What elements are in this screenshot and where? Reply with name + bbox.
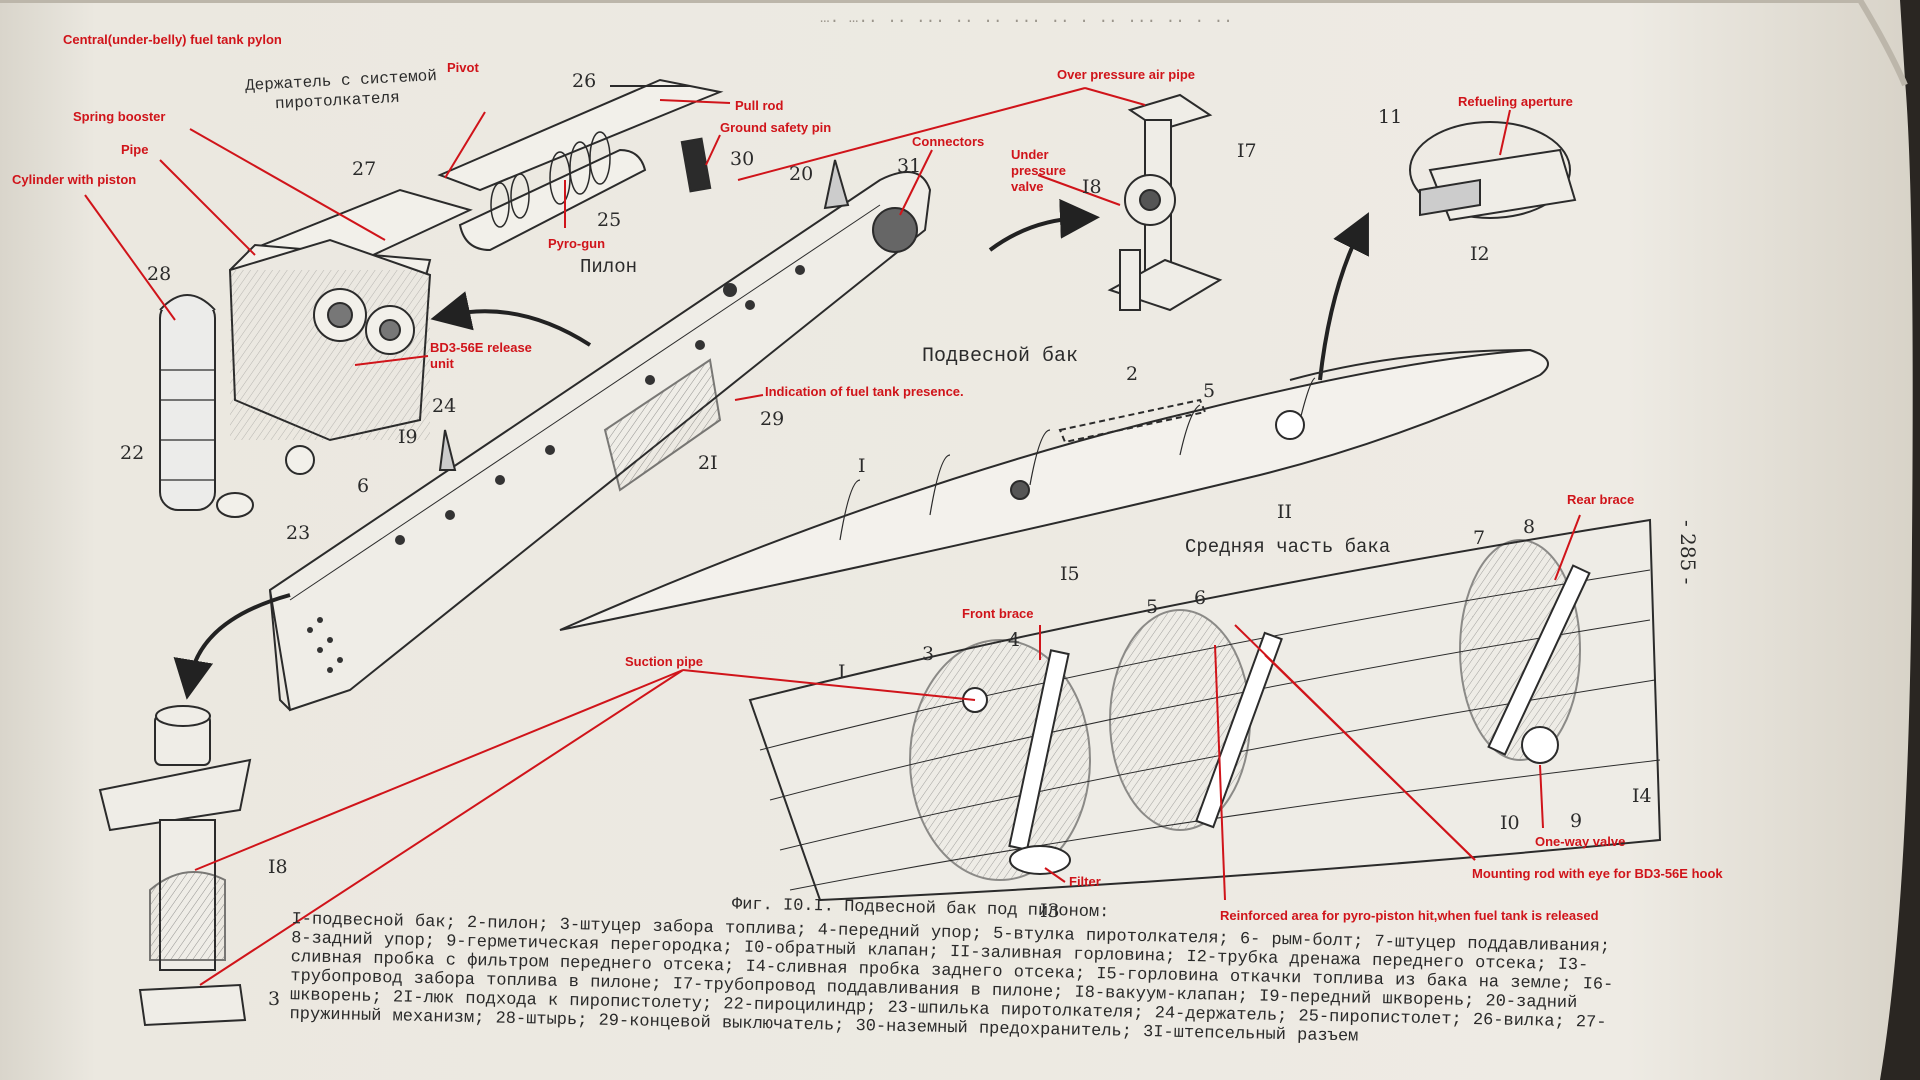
tank-middle-section-drawing [748, 518, 1662, 902]
annotation-pipe: Pipe [121, 142, 149, 157]
annotation-reinforced-area: Reinforced area for pyro-piston hit,when… [1220, 908, 1599, 923]
part-number-5: 5 [1203, 380, 1216, 402]
part-number-10: I0 [1500, 812, 1520, 834]
part-number-28: 28 [147, 263, 172, 285]
part-number-30: 30 [730, 148, 755, 170]
part-number-24: 24 [432, 395, 457, 417]
annotation-pull-rod: Pull rod [735, 98, 784, 113]
part-number-3: 3 [922, 643, 935, 665]
part-number-11: 11 [1378, 106, 1403, 128]
part-number-20: 20 [789, 163, 814, 185]
part-number-14: I4 [1632, 785, 1652, 807]
annotation-rear-brace: Rear brace [1567, 492, 1635, 507]
part-number-8: 8 [1523, 516, 1536, 538]
part-number-I: I [858, 455, 866, 477]
annotation-fuel-tank-presence: Indication of fuel tank presence. [765, 384, 964, 399]
part-number-19: I9 [398, 426, 418, 448]
annotation-filter: Filter [1069, 874, 1101, 889]
part-number-6b: 6 [1194, 587, 1207, 609]
bleed-through-text: …. ….. .. ... .. .. ... .. . .. ... .. .… [820, 9, 1233, 27]
part-number-26: 26 [572, 70, 597, 92]
annotation-refueling-aperture: Refueling aperture [1458, 94, 1573, 109]
suction-pipe-drawing [98, 705, 252, 1027]
part-number-6: 6 [357, 475, 370, 497]
part-number-15: I5 [1060, 563, 1080, 585]
part-number-12: I2 [1470, 243, 1490, 265]
annotation-central-pylon: Central(under-belly) fuel tank pylon [63, 32, 282, 47]
annotation-pivot: Pivot [447, 60, 479, 75]
direction-arrows [173, 198, 1369, 700]
part-number-4: 4 [1008, 629, 1021, 651]
annotation-connectors: Connectors [912, 134, 985, 149]
page-number: - 285 - [1676, 520, 1700, 585]
annotation-ground-safety-pin: Ground safety pin [720, 120, 832, 135]
part-number-22: 22 [120, 442, 145, 464]
pylon-label: Пилон [580, 256, 638, 278]
part-number-Ib: I [838, 661, 846, 683]
annotation-over-pressure-air-pipe: Over pressure air pipe [1057, 67, 1196, 82]
annotation-mounting-rod: Mounting rod with eye for BD3-56E hook [1472, 866, 1723, 881]
annotation-one-way-valve: One-way valve [1535, 834, 1626, 849]
annotation-suction-pipe: Suction pipe [625, 654, 703, 669]
part-number-31: 31 [897, 155, 922, 177]
part-number-7: 7 [1473, 527, 1486, 549]
annotation-pyro-gun: Pyro-gun [548, 236, 606, 251]
part-number-9: 9 [1570, 810, 1583, 832]
part-number-17: I7 [1237, 140, 1257, 162]
part-number-18: I8 [1082, 176, 1102, 198]
part-number-18b: I8 [268, 856, 288, 878]
annotation-cylinder-with-piston: Cylinder with piston [12, 172, 137, 187]
part-number-25: 25 [597, 209, 622, 231]
annotation-bd3-release-unit: BD3-56E release unit [430, 340, 532, 371]
drop-tank-drawing [559, 348, 1549, 631]
holder-assembly-drawing [159, 78, 724, 518]
part-number-21: 2I [698, 452, 718, 474]
under-pressure-valve-drawing [1107, 93, 1223, 312]
annotation-spring-booster: Spring booster [73, 109, 166, 124]
annotation-front-brace: Front brace [962, 606, 1034, 621]
part-number-5b: 5 [1146, 596, 1159, 618]
drop-tank-label: Подвесной бак [922, 345, 1079, 368]
page-curl-top [0, 0, 1908, 87]
annotation-leader-lines [84, 87, 1581, 986]
refueling-aperture-drawing [1409, 121, 1577, 222]
part-number-27: 27 [352, 158, 377, 180]
part-number-13: I3 [1040, 900, 1060, 922]
part-number-23: 23 [286, 522, 311, 544]
annotation-under-pressure-valve: Under pressure valve [1011, 147, 1066, 194]
tank-middle-label: Средняя часть бака [1185, 536, 1391, 558]
part-number-29: 29 [760, 408, 785, 430]
part-number-3b: 3 [268, 988, 281, 1010]
part-number-II: II [1277, 501, 1293, 523]
part-number-2: 2 [1126, 363, 1139, 385]
